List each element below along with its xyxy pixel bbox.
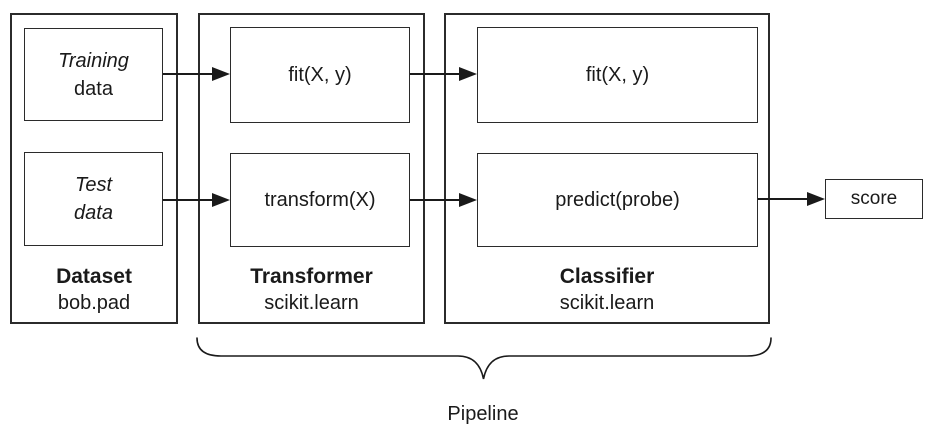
test-data-line1: Test <box>74 174 113 196</box>
transform-label: transform(X) <box>264 189 376 211</box>
transformer-fit-label: fit(X, y) <box>288 64 352 86</box>
arrow-training-to-fit-line <box>163 73 214 75</box>
arrow-predict-to-score-line <box>758 198 809 200</box>
test-data-box: Test data <box>24 152 163 246</box>
classifier-title: Classifier <box>559 265 655 288</box>
test-data-line2: data <box>74 202 113 224</box>
transformer-fit-box: fit(X, y) <box>230 27 410 123</box>
transformer-panel: fit(X, y) transform(X) Transformer sciki… <box>198 13 425 324</box>
predict-box: predict(probe) <box>477 153 758 247</box>
dataset-panel-label: Dataset bob.pad <box>12 264 176 316</box>
training-data-line2: data <box>74 77 113 100</box>
training-data-line1: Training <box>58 49 129 72</box>
transform-box: transform(X) <box>230 153 410 247</box>
transformer-subtitle: scikit.learn <box>264 292 359 314</box>
arrow-fit-to-fit-head-icon <box>459 67 477 81</box>
arrow-fit-to-fit-line <box>410 73 461 75</box>
transformer-title: Transformer <box>250 265 373 288</box>
dataset-panel: Training data Test data Dataset bob.pad <box>10 13 178 324</box>
classifier-panel-label: Classifier scikit.learn <box>446 264 768 316</box>
training-data-box: Training data <box>24 28 163 121</box>
arrow-test-to-transform-line <box>163 199 214 201</box>
transformer-panel-label: Transformer scikit.learn <box>200 264 423 316</box>
predict-label: predict(probe) <box>555 189 680 211</box>
arrow-predict-to-score-head-icon <box>807 192 825 206</box>
classifier-fit-label: fit(X, y) <box>585 64 650 86</box>
dataset-title: Dataset <box>56 265 132 288</box>
pipeline-label: Pipeline <box>447 403 519 425</box>
arrow-transform-to-predict-line <box>410 199 461 201</box>
classifier-fit-box: fit(X, y) <box>477 27 758 123</box>
arrow-transform-to-predict-head-icon <box>459 193 477 207</box>
score-box: score <box>825 179 923 219</box>
classifier-subtitle: scikit.learn <box>559 292 655 314</box>
arrow-training-to-fit-head-icon <box>212 67 230 81</box>
score-label: score <box>850 188 898 209</box>
arrow-test-to-transform-head-icon <box>212 193 230 207</box>
dataset-subtitle: bob.pad <box>57 292 131 314</box>
classifier-panel: fit(X, y) predict(probe) Classifier scik… <box>444 13 770 324</box>
